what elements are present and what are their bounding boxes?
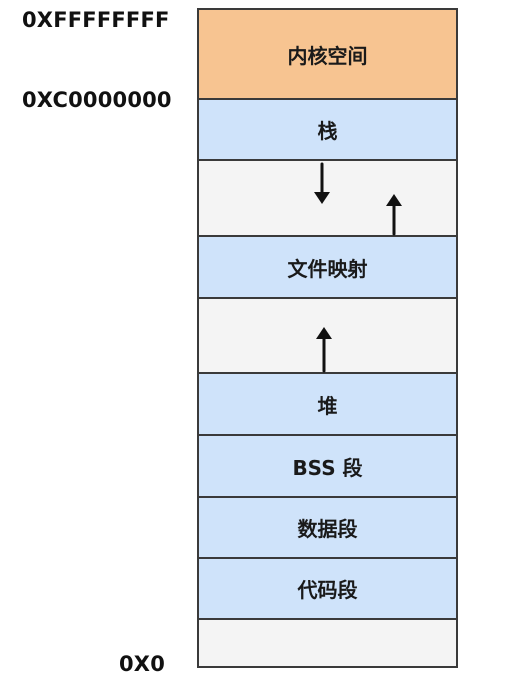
up-arrow-icon (386, 194, 402, 236)
stack-label: 栈 (317, 119, 338, 143)
text-label: 代码段 (297, 578, 358, 602)
heap-label: 堆 (317, 393, 338, 418)
heap-segment: 堆 (197, 372, 458, 436)
kernel-space-label: 内核空间 (287, 43, 368, 68)
down-arrow-icon (314, 162, 330, 204)
bss-segment: BSS 段 (197, 434, 458, 498)
mmap-segment: 文件映射 (197, 235, 458, 299)
mmap-label: 文件映射 (287, 256, 368, 281)
address-label-kernel-start: 0XC0000000 (22, 88, 172, 112)
bss-label: BSS 段 (292, 455, 363, 480)
address-label-bottom: 0X0 (119, 652, 166, 676)
kernel-space-segment: 内核空间 (197, 8, 458, 100)
data-label: 数据段 (297, 517, 358, 541)
stack-segment: 栈 (197, 98, 458, 161)
data-segment: 数据段 (197, 496, 458, 559)
free-space-bottom (197, 618, 458, 668)
up-arrow-icon (316, 327, 332, 373)
text-segment: 代码段 (197, 557, 458, 620)
free-space-upper (197, 159, 458, 237)
address-label-top: 0XFFFFFFFF (22, 8, 170, 32)
